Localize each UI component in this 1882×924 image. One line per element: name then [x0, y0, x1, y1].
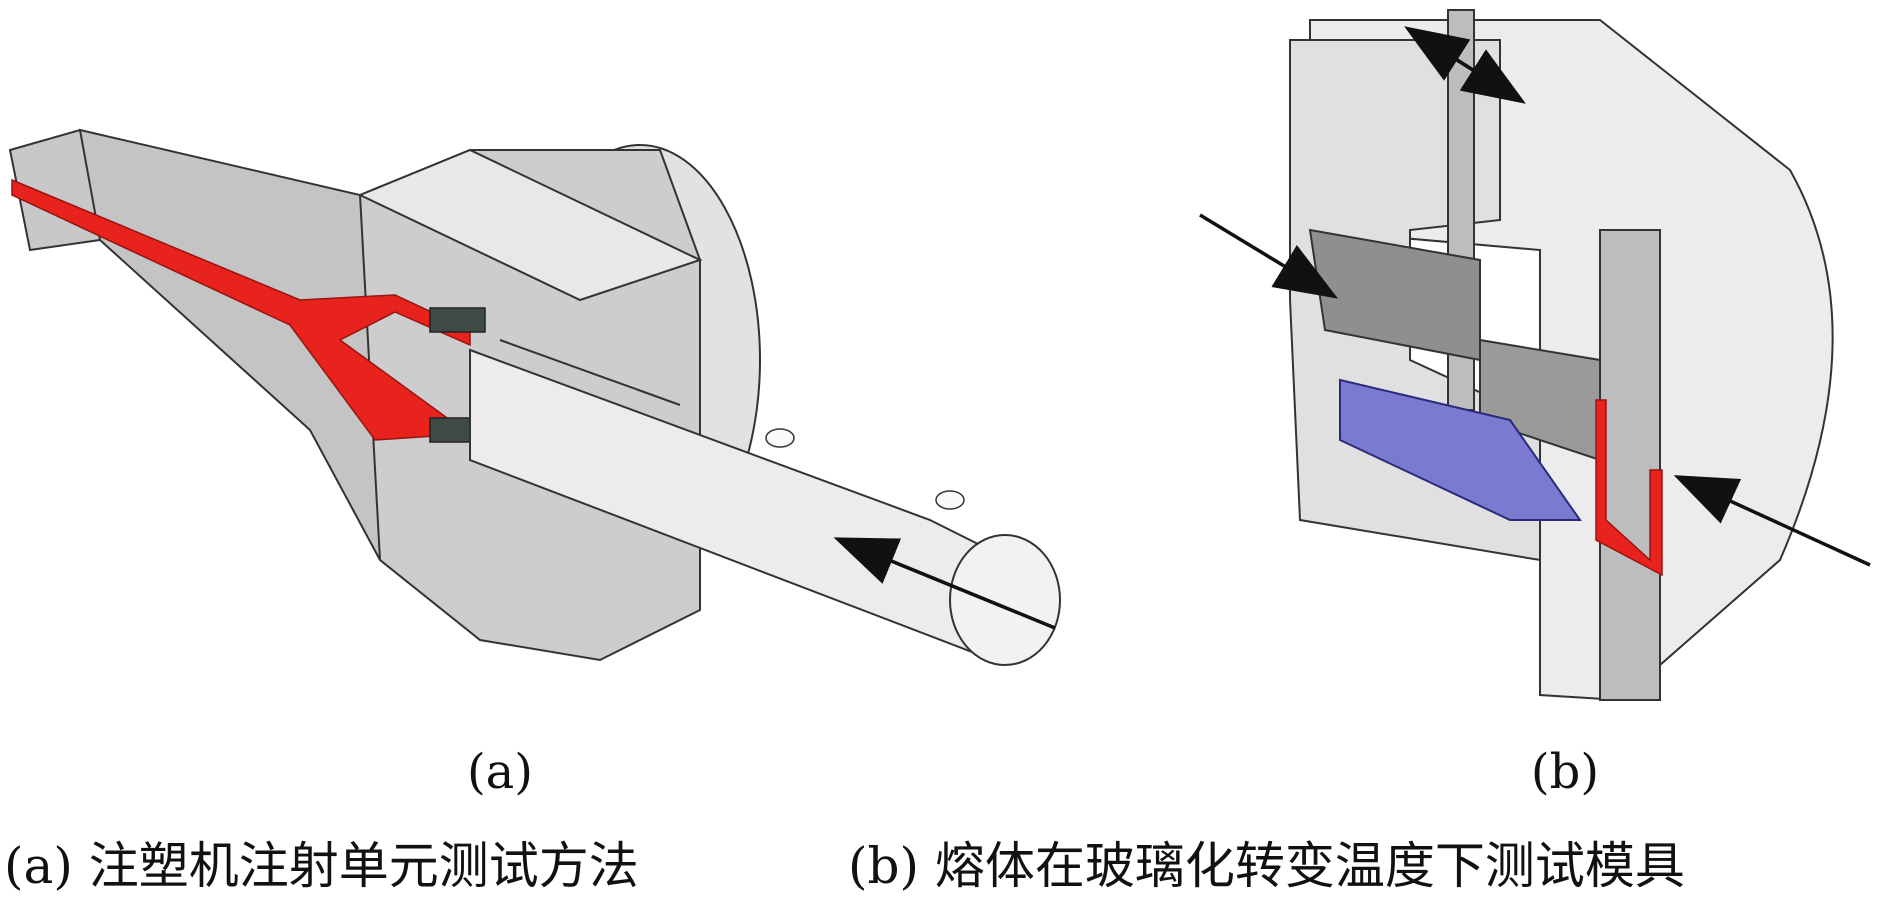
panel-b-mould-diagram	[1180, 0, 1882, 720]
plunger-groove-1	[765, 428, 795, 448]
panel-a-injection-unit-diagram	[0, 0, 1100, 700]
barrel-top-face	[357, 148, 703, 302]
caption-part-b: (b) 熔体在玻璃化转变温度下测试模具	[848, 837, 1685, 895]
arrow-up-left	[1404, 26, 1521, 102]
upper-seal	[429, 307, 486, 333]
plunger-groove-2	[935, 490, 965, 510]
plunger-direction-arrow	[833, 537, 1056, 630]
arrow-left-insert	[1199, 213, 1338, 299]
arrow-right-channel	[1673, 475, 1871, 567]
panel-b-sublabel: (b)	[1530, 744, 1600, 800]
figure-caption: (a) 注塑机注射单元测试方法 (b) 熔体在玻璃化转变温度下测试模具	[0, 826, 1882, 906]
upper-gap-line	[499, 339, 681, 406]
melt-channel-b	[1595, 399, 1663, 577]
plunger-end-face	[949, 534, 1061, 666]
blue-insert	[1339, 378, 1582, 521]
panel-a-sublabel: (a)	[466, 744, 534, 800]
test-mould-section	[1199, 9, 1871, 702]
injection-unit-section	[8, 128, 1061, 666]
caption-part-a: (a) 注塑机注射单元测试方法	[4, 837, 639, 895]
right-plate	[1599, 229, 1661, 701]
melt-channel	[11, 178, 471, 441]
